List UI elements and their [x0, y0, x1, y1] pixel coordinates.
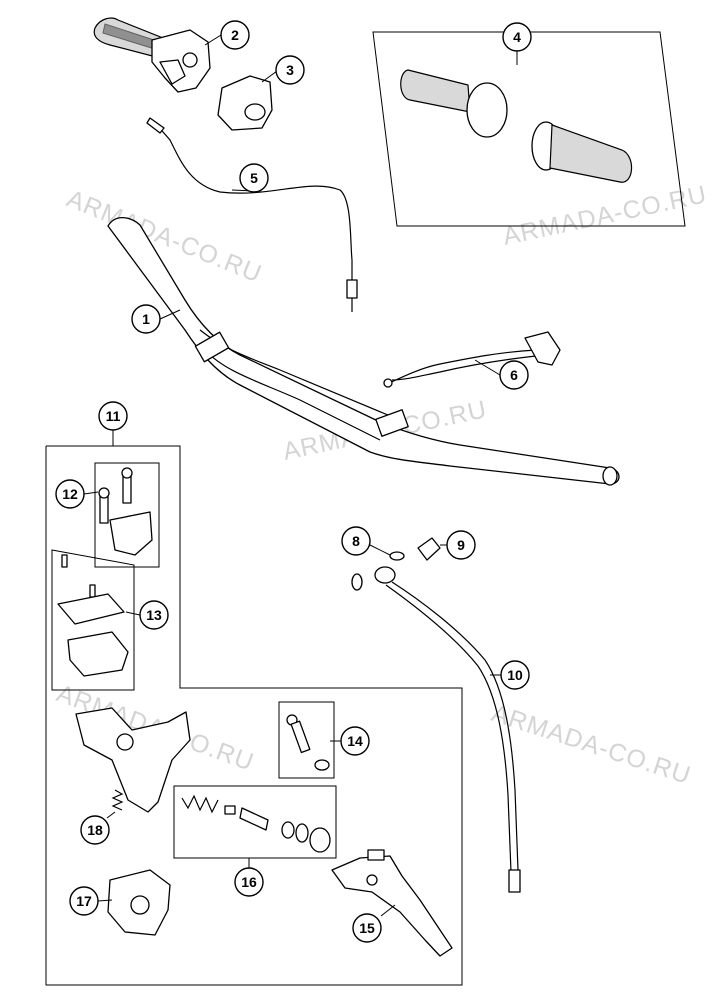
callout-1: 1 [131, 304, 161, 334]
callout-4: 4 [502, 22, 532, 52]
throttle-cover [217, 75, 273, 131]
throttle-grip [93, 17, 211, 93]
svg-text:14: 14 [347, 733, 363, 749]
watermark: ARMADA-CO.RU [488, 699, 694, 790]
screw-subframe [278, 701, 335, 779]
callout-2: 2 [220, 20, 250, 50]
svg-text:9: 9 [457, 537, 465, 553]
svg-text:2: 2 [231, 27, 239, 43]
clamp-subframe [94, 462, 160, 568]
washers [351, 551, 405, 591]
callout-14: 14 [340, 726, 370, 756]
callout-5: 5 [239, 163, 269, 193]
svg-text:1: 1 [142, 311, 150, 327]
callout-12: 12 [55, 479, 85, 509]
reservoir-cover [57, 554, 129, 677]
adjuster-screw [286, 714, 330, 771]
piston-kit-subframe [173, 785, 337, 859]
callout-11: 11 [98, 401, 128, 431]
callout-9: 9 [446, 530, 476, 560]
callout-18: 18 [80, 815, 110, 845]
kill-switch [383, 331, 561, 388]
svg-text:15: 15 [359, 920, 375, 936]
brake-assembly-frame [45, 445, 463, 986]
piston-kit [181, 794, 331, 853]
callout-13: 13 [139, 600, 169, 630]
svg-text:10: 10 [507, 667, 523, 683]
brake-line [374, 566, 521, 893]
svg-text:13: 13 [146, 607, 162, 623]
cover-subframe [51, 549, 135, 691]
callout-8: 8 [341, 526, 371, 556]
svg-text:3: 3 [286, 62, 294, 78]
spring [111, 789, 124, 811]
callout-3: 3 [275, 55, 305, 85]
master-cylinder-body [75, 707, 191, 813]
clamp-screws [98, 467, 153, 556]
svg-text:18: 18 [87, 822, 103, 838]
brake-lever [331, 849, 453, 957]
grips-kit-frame [372, 31, 686, 227]
callout-6: 6 [499, 360, 529, 390]
svg-text:16: 16 [241, 874, 257, 890]
callout-16: 16 [234, 867, 264, 897]
svg-text:8: 8 [352, 533, 360, 549]
banjo-bolt [417, 537, 441, 561]
throttle-cable [146, 117, 358, 312]
svg-text:12: 12 [62, 486, 78, 502]
callout-17: 17 [69, 886, 99, 916]
svg-text:4: 4 [513, 29, 521, 45]
svg-text:11: 11 [106, 408, 121, 424]
svg-text:6: 6 [510, 367, 518, 383]
handlebar-grips [400, 69, 633, 183]
svg-text:17: 17 [76, 893, 92, 909]
handlebar [107, 216, 620, 486]
leader-lines [83, 34, 518, 917]
svg-text:5: 5 [250, 170, 258, 186]
lever-cover [107, 869, 171, 936]
watermark: ARMADA-CO.RU [500, 180, 709, 251]
callout-10: 10 [500, 660, 530, 690]
callout-15: 15 [352, 913, 382, 943]
